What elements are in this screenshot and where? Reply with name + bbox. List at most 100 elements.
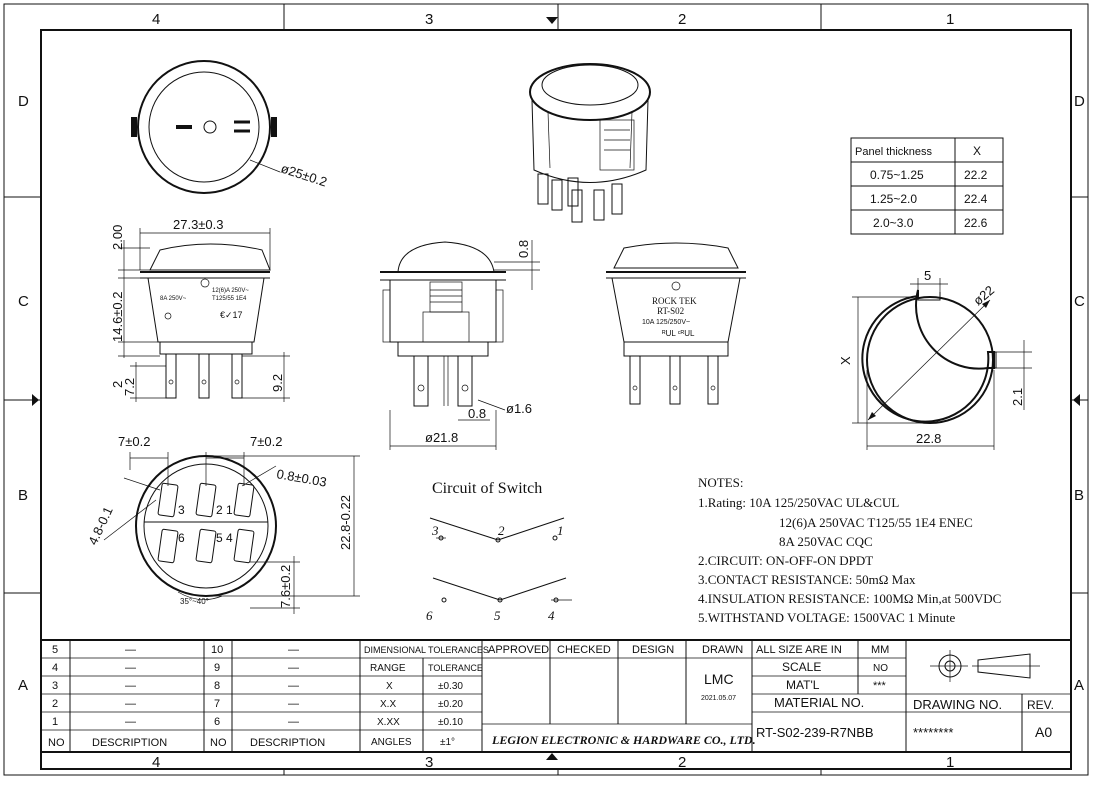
rev-desc: — [125,662,136,674]
panel-thickness-table: Panel thickness X 0.75~1.25 22.2 1.25~2.… [850,137,1004,235]
terminal-number: 1 [226,503,233,517]
rev-number: 6 [214,716,220,728]
column-label: 3 [425,754,433,771]
row-label: A [1074,677,1084,694]
row-label: A [18,677,28,694]
tolerance-header: TOLERANCE [428,663,483,673]
rev-number: 2 [52,698,58,710]
row-label: B [18,487,28,504]
column-label: 4 [152,754,160,771]
column-label: 2 [678,754,686,771]
top-view: ø25±0.2 [131,60,329,194]
scale-value: NO [873,663,888,674]
perspective-view [529,63,651,223]
units-label: ALL SIZE ARE IN [756,644,842,656]
column-label: 2 [678,11,686,28]
row-label: D [18,93,29,110]
circuit-pin: 4 [548,608,555,623]
dim-pin: 7.2 [122,378,137,396]
rev-desc: — [288,662,299,674]
panel-cutout: ø22 5 X 2.1 22.8 [838,268,1032,450]
dim-top-diameter: ø25±0.2 [279,161,329,190]
rev-label: REV. [1027,698,1054,712]
rev-desc: — [288,716,299,728]
rev-value: A0 [1035,724,1052,740]
side-view-left: 8A 250V~ 12(6)A 250V~ T125/55 1E4 €✓17 2… [110,217,290,402]
rev-number: 10 [211,644,223,656]
dim-cutout-diameter: ø22 [970,282,997,308]
tolerance-range: ANGLES [371,737,412,748]
title-block: 5 4 3 2 1 — — — — — 10 9 8 7 6 — — — — —… [40,639,1072,753]
note-line: 3.CONTACT RESISTANCE: 50mΩ Max [698,572,916,587]
row-label: C [18,293,29,310]
rev-number: 7 [214,698,220,710]
drawing-no-label: DRAWING NO. [913,697,1002,712]
note-line: 1.Rating: 10A 125/250VAC UL&CUL [698,495,899,510]
panel-table-cell: 2.0~3.0 [873,216,914,230]
circuit-pin: 3 [431,523,439,538]
company-name: LEGION ELECTRONIC & HARDWARE CO., LTD. [491,733,756,747]
panel-table-header: Panel thickness [855,146,933,158]
rev-number: 3 [52,680,58,692]
approved-label: APPROVED [488,644,549,656]
circuit-pin: 5 [494,608,501,623]
rev-desc: — [288,644,299,656]
description-header: DESCRIPTION [92,737,167,749]
dim-cutout-width: 22.8 [916,431,941,446]
row-label: B [1074,487,1084,504]
rev-number: 5 [52,644,58,656]
rev-desc: — [125,698,136,710]
rev-desc: — [288,680,299,692]
dim-pin: 2 [110,381,125,388]
panel-table-cell: 1.25~2.0 [870,192,917,206]
column-label: 1 [946,754,954,771]
dim-cutout-key-depth: 2.1 [1010,388,1025,406]
dim-height-body: 14.6±0.2 [110,291,125,342]
panel-table-header: X [973,144,981,158]
drawn-by: LMC [704,671,734,687]
material-label: MAT'L [786,678,820,692]
dim-cutout-key: 5 [924,268,931,283]
tolerance-value: ±0.10 [438,717,463,728]
dim-bottom-height: 22.8-0.22 [338,495,353,550]
material-number: RT-S02-239-R7NBB [756,725,874,740]
description-header: DESCRIPTION [250,737,325,749]
panel-table-cell: 22.2 [964,168,988,182]
rev-desc: — [125,680,136,692]
terminal-number: 5 [216,531,223,545]
circuit-pin: 2 [498,523,505,538]
design-label: DESIGN [632,644,674,656]
dim-bottom-offset: 7.6±0.2 [278,565,293,608]
note-line: 4.INSULATION RESISTANCE: 100MΩ Min,at 50… [698,591,1001,606]
drawn-label: DRAWN [702,644,743,656]
ul-mark: ᴿUL ᶜᴿUL [662,329,695,338]
dim-width: 27.3±0.3 [173,217,224,232]
front-view: 0.8 0.8 ø1.6 ø21.8 [380,240,540,450]
panel-table-cell: 22.6 [964,216,988,230]
dim-top: 0.8 [516,240,531,258]
material-value: *** [873,680,887,692]
no-header: NO [210,737,227,749]
column-label: 1 [946,11,954,28]
terminal-number: 3 [178,503,185,517]
dim-pin: 9.2 [270,374,285,392]
panel-table-cell: 0.75~1.25 [870,168,924,182]
note-line: 2.CIRCUIT: ON-OFF-ON DPDT [698,553,873,568]
rev-number: 8 [214,680,220,692]
rev-number: 1 [52,716,58,728]
dim-terminal-thickness: 0.8±0.03 [275,466,327,490]
dim-pin-diameter: ø1.6 [506,401,532,416]
rev-desc: — [125,716,136,728]
tolerance-header: RANGE [370,663,406,674]
dim-cutout-x: X [838,356,853,365]
dim-pin-gap: 0.8 [468,406,486,421]
rating-label: 12(6)A 250V~ [212,288,249,294]
rev-number: 9 [214,662,220,674]
notes-block: NOTES: 1.Rating: 10A 125/250VAC UL&CUL 1… [698,475,1001,625]
material-no-label: MATERIAL NO. [774,695,864,710]
row-label: C [1074,293,1085,310]
dim-terminal-pitch: 7±0.2 [118,434,150,449]
no-header: NO [48,737,65,749]
bottom-view: 3 2 1 6 5 4 7±0.2 7±0.2 0.8±0.03 4.8-0.1… [85,434,360,614]
tolerance-range: X.XX [377,717,400,728]
